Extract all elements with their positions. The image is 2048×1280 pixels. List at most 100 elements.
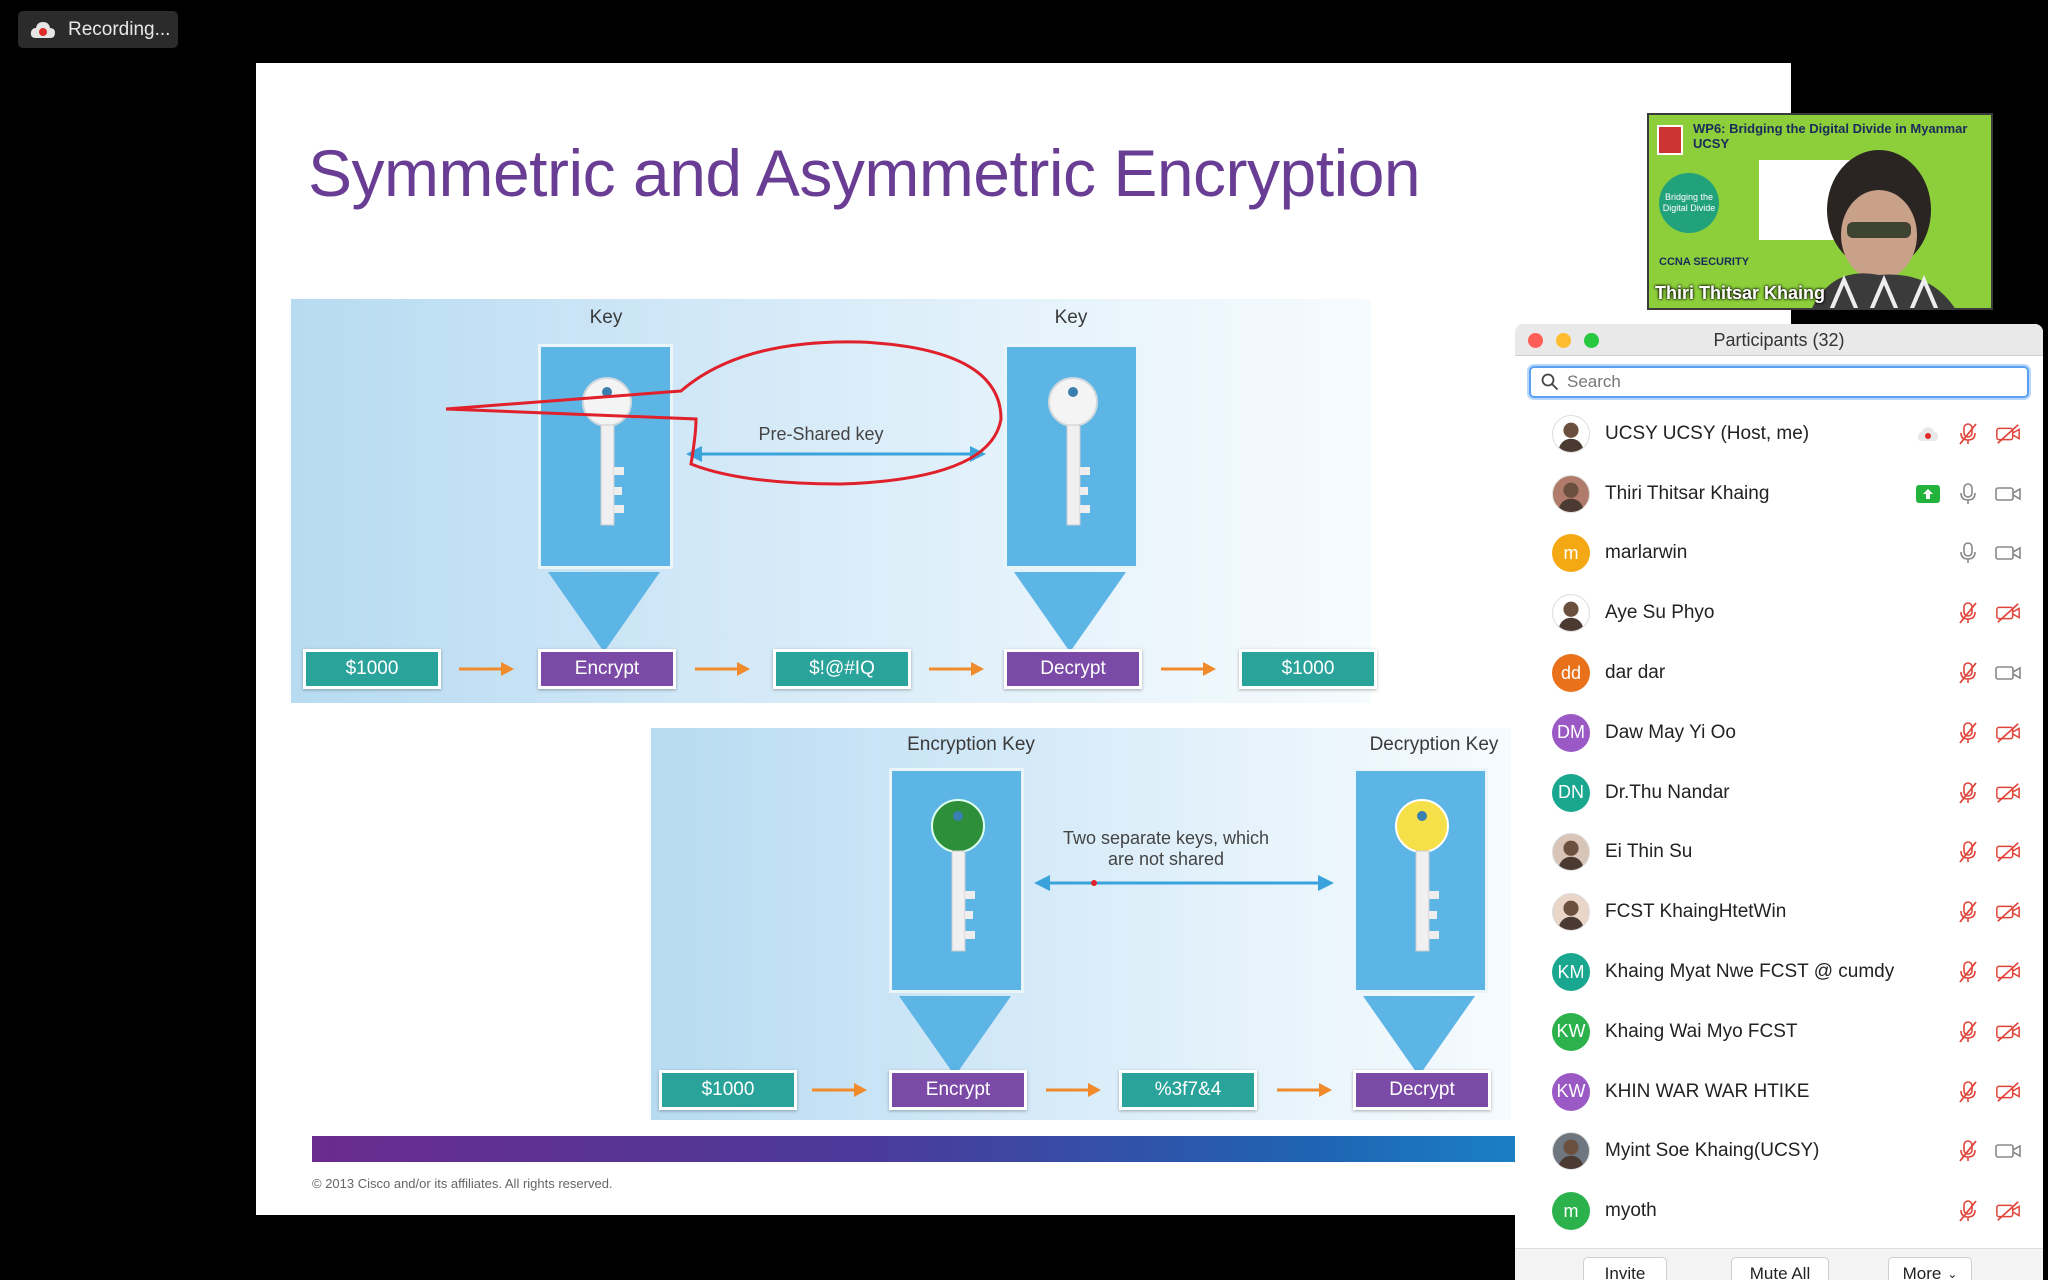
microphone-icon[interactable] [1955, 540, 1981, 566]
video-off-icon[interactable] [1995, 1198, 2021, 1224]
avatar-initials: KM [1557, 961, 1585, 982]
avatar-initials: DN [1558, 782, 1584, 803]
funnel-dec [1363, 996, 1475, 1076]
participant-row[interactable]: Myint Soe Khaing(UCSY) [1515, 1122, 2043, 1182]
more-button[interactable]: More⌄ [1888, 1257, 1972, 1280]
microphone-muted-icon[interactable] [1955, 1019, 1981, 1045]
participants-list: UCSY UCSY (Host, me) Thiri Thitsar Khaing… [1515, 404, 2043, 1241]
minimize-window-button[interactable] [1556, 333, 1571, 348]
participant-name: UCSY UCSY (Host, me) [1605, 422, 1810, 444]
mute-all-button[interactable]: Mute All [1731, 1257, 1829, 1280]
asymmetric-diagram: Encryption Key Decryption Key Two separa… [651, 728, 1511, 1120]
recording-icon [1915, 421, 1941, 447]
funnel-right [1014, 572, 1126, 652]
video-off-icon[interactable] [1995, 421, 2021, 447]
microphone-muted-icon[interactable] [1955, 600, 1981, 626]
video-off-icon[interactable] [1995, 1019, 2021, 1045]
asym-flow-ciphertext: %3f7&4 [1119, 1070, 1257, 1110]
participant-row[interactable]: UCSY UCSY (Host, me) [1515, 404, 2043, 464]
participant-avatar [1552, 1132, 1590, 1171]
participant-name: KHIN WAR WAR HTIKE [1605, 1080, 1810, 1102]
participant-name: Aye Su Phyo [1605, 602, 1715, 624]
microphone-muted-icon[interactable] [1955, 1079, 1981, 1105]
video-camera-icon[interactable] [1995, 481, 2021, 507]
microphone-icon[interactable] [1955, 481, 1981, 507]
microphone-muted-icon[interactable] [1955, 780, 1981, 806]
participants-search[interactable] [1529, 366, 2029, 398]
green-key-icon [931, 799, 985, 952]
video-off-icon[interactable] [1995, 959, 2021, 985]
speaker-video-thumbnail[interactable]: WP6: Bridging the Digital Divide in Myan… [1647, 113, 1993, 310]
participant-row[interactable]: DM Daw May Yi Oo [1515, 703, 2043, 763]
participant-avatar [1552, 474, 1590, 513]
microphone-muted-icon[interactable] [1955, 720, 1981, 746]
asym-flow-encrypt: Encrypt [889, 1070, 1027, 1110]
participant-avatar [1552, 833, 1590, 872]
video-off-icon[interactable] [1995, 720, 2021, 746]
key-label-left: Key [589, 307, 623, 328]
screen-share-icon [1915, 481, 1941, 507]
video-off-icon[interactable] [1995, 780, 2021, 806]
participant-name: Dr.Thu Nandar [1605, 781, 1730, 803]
flow-plaintext: $1000 [303, 649, 441, 689]
participant-row[interactable]: Aye Su Phyo [1515, 583, 2043, 643]
pre-shared-key-label: Pre-Shared key [758, 424, 884, 444]
search-input[interactable] [1567, 372, 2007, 392]
white-key-icon [1048, 377, 1098, 526]
microphone-muted-icon[interactable] [1955, 1138, 1981, 1164]
participant-avatar: DN [1552, 773, 1590, 812]
participant-row[interactable]: Thiri Thitsar Khaing [1515, 464, 2043, 524]
participant-name: Ei Thin Su [1605, 841, 1693, 863]
separate-keys-line1: Two separate keys, which [1062, 828, 1270, 848]
slide-copyright: © 2013 Cisco and/or its affiliates. All … [312, 1176, 613, 1191]
slide-footer-bar [312, 1136, 1562, 1162]
maximize-window-button[interactable] [1584, 333, 1599, 348]
avatar-initials: m [1563, 1200, 1579, 1221]
participant-row[interactable]: FCST KhaingHtetWin [1515, 882, 2043, 942]
encryption-key-box [889, 768, 1024, 993]
video-off-icon[interactable] [1995, 839, 2021, 865]
orange-arrow-icon [695, 662, 750, 676]
microphone-muted-icon[interactable] [1955, 421, 1981, 447]
video-off-icon[interactable] [1995, 600, 2021, 626]
recording-indicator[interactable]: Recording... [18, 11, 178, 48]
microphone-muted-icon[interactable] [1955, 959, 1981, 985]
video-off-icon[interactable] [1995, 899, 2021, 925]
video-camera-icon[interactable] [1995, 1138, 2021, 1164]
microphone-muted-icon[interactable] [1955, 660, 1981, 686]
participant-row[interactable]: Ei Thin Su [1515, 823, 2043, 883]
user-photo-icon [1557, 422, 1585, 452]
symmetric-diagram: Key Key Pre-Shared key $1000 Encrypt $!@… [291, 299, 1377, 703]
participant-name: Daw May Yi Oo [1605, 721, 1736, 743]
flow-decrypt: Decrypt [1004, 649, 1142, 689]
funnel-enc [899, 996, 1011, 1076]
participant-avatar: DM [1552, 713, 1590, 752]
video-camera-icon[interactable] [1995, 540, 2021, 566]
user-photo-icon [1557, 1140, 1585, 1170]
orange-arrow-icon [1277, 1083, 1332, 1097]
participant-row[interactable]: DN Dr.Thu Nandar [1515, 763, 2043, 823]
participant-name: myoth [1605, 1200, 1657, 1222]
microphone-muted-icon[interactable] [1955, 839, 1981, 865]
speaker-silhouette [1812, 150, 1955, 308]
flow-ciphertext: $!@#IQ [773, 649, 911, 689]
participants-footer: Invite Mute All More⌄ [1515, 1248, 2043, 1280]
video-banner-title: WP6: Bridging the Digital Divide in Myan… [1693, 121, 1968, 151]
cloud-recording-icon [30, 21, 56, 39]
close-window-button[interactable] [1528, 333, 1543, 348]
video-off-icon[interactable] [1995, 1079, 2021, 1105]
participant-row[interactable]: m myoth [1515, 1181, 2043, 1241]
microphone-muted-icon[interactable] [1955, 1198, 1981, 1224]
invite-button[interactable]: Invite [1583, 1257, 1667, 1280]
participant-name: Thiri Thitsar Khaing [1605, 482, 1770, 504]
video-camera-icon[interactable] [1995, 660, 2021, 686]
separate-keys-line2: are not shared [1107, 849, 1225, 869]
double-arrow-icon [1034, 875, 1334, 891]
microphone-muted-icon[interactable] [1955, 899, 1981, 925]
slide-title-text: Symmetric and Asymmetric Encryption [308, 136, 1421, 210]
